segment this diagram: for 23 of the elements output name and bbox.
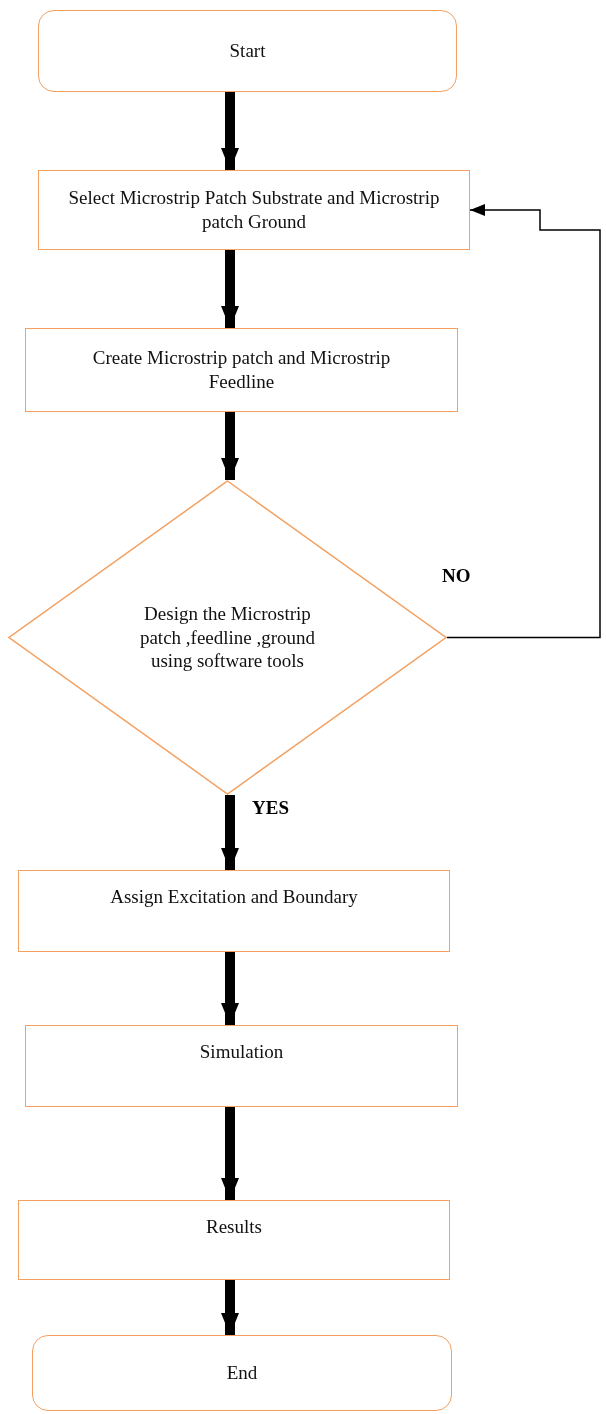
step-text: Results bbox=[205, 1215, 263, 1239]
arrow bbox=[221, 952, 239, 1025]
step-text: Create Microstrip patch and Microstrip Feedline bbox=[91, 346, 392, 394]
terminal-box bbox=[32, 1335, 452, 1411]
process-box bbox=[25, 1025, 458, 1107]
arrow bbox=[446, 204, 601, 639]
arrow bbox=[221, 1107, 239, 1200]
process-box bbox=[25, 328, 458, 412]
step-text: Simulation bbox=[198, 1040, 285, 1064]
arrow bbox=[221, 795, 239, 870]
arrow bbox=[221, 92, 239, 170]
arrow bbox=[221, 412, 239, 480]
step-text: End bbox=[225, 1361, 259, 1385]
process-box bbox=[18, 1200, 450, 1280]
step-text: Design the Microstrip patch ,feedline ,ground using software tools bbox=[138, 601, 317, 674]
step-text: Select Microstrip Patch Substrate and Microstrip patch Ground bbox=[67, 186, 441, 234]
terminal-box bbox=[38, 10, 457, 92]
process-box bbox=[18, 870, 450, 952]
step-text: Start bbox=[228, 39, 267, 63]
process-box bbox=[38, 170, 470, 250]
step-text: Assign Excitation and Boundary bbox=[109, 885, 359, 909]
arrow bbox=[221, 1280, 239, 1335]
arrow bbox=[221, 250, 239, 328]
